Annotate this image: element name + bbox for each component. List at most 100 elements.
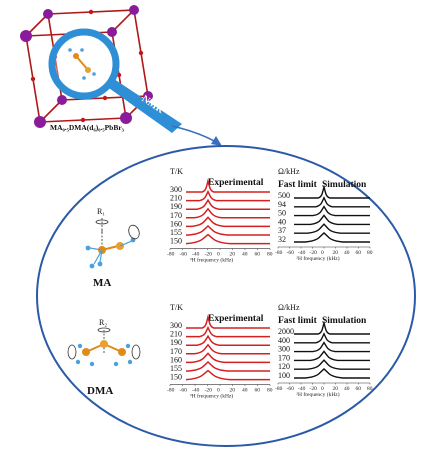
dma-simulation-trace-0 [294,320,370,335]
dma-experimental-param-3: 170 [170,347,182,356]
ma-simulation-tick-label-5: 20 [333,250,339,256]
ma-experimental-param-4: 160 [170,219,182,228]
ma-label: MA [93,277,111,289]
dma-simulation-param-header: Ω/kHz [278,303,300,312]
dma-simulation-title: Simulation [322,316,367,326]
dma-experimental-param-6: 150 [170,373,182,382]
ma-simulation-param-3: 40 [278,217,286,226]
dma-experimental-param-1: 210 [170,330,182,339]
ma-simulation-tick-label-6: 40 [344,250,350,256]
magnifier-handle [106,79,182,133]
ma-simulation-tick-label-2: -40 [298,250,306,256]
ma-experimental-tick-label-3: -20 [205,252,213,258]
ma-simulation-tick-label-0: -80 [275,250,283,256]
arrow-to-results [171,125,222,146]
ma-experimental-tick-label-8: 80 [267,252,273,258]
ma-simulation-param-4: 37 [278,226,286,235]
dma-experimental-param-5: 155 [170,364,182,373]
dma-label: DMA [87,385,113,397]
dma-experimental-tick-label-8: 80 [267,388,273,394]
ma-simulation-trace-5 [294,232,370,243]
ma-simulation-trace-0 [294,184,370,199]
dma-experimental-trace-2 [186,334,270,346]
cation-in-lens [68,48,96,80]
ma-experimental-tick-label-7: 60 [255,252,261,258]
dma-experimental-tick-label-7: 60 [255,388,261,394]
ma-experimental-trace-6 [186,233,270,245]
dma-experimental-tick-label-2: -40 [192,388,200,394]
crystal-formula: MA₀.₅DMA(d₆)₀.₅PbBr₃ [50,123,125,132]
dma-experimental-tick-label-6: 40 [242,388,248,394]
ma-experimental-tick-label-0: -80 [167,252,175,258]
ma-simulation-tick-label-3: -20 [310,250,318,256]
ma-simulation-tick-label-8: 80 [367,250,373,256]
ma-experimental-trace-1 [186,189,270,202]
dma-simulation-param-4: 120 [278,362,290,371]
ma-rotation-label: R₁ [97,207,105,216]
pb-atoms [20,5,153,128]
dma-experimental-xlabel: ²H frequency (kHz) [190,393,233,400]
nmr-spectra: T/KExperimental300210190170160155150-80-… [167,167,373,400]
dma-simulation-trace-3 [294,350,370,362]
ma-simulation-trace-2 [294,205,370,217]
ma-simulation-param-1: 94 [278,200,286,209]
dma-simulation-trace-1 [294,332,370,344]
dma-simulation-param-1: 400 [278,336,290,345]
dma-simulation-tick-label-8: 80 [367,386,373,392]
ma-simulation-trace-4 [294,223,370,234]
dma-simulation-param-2: 300 [278,345,290,354]
dma-simulation-trace-4 [294,359,370,370]
ma-simulation-trace-3 [294,214,370,226]
ma-experimental-tick-label-6: 40 [242,252,248,258]
ma-simulation-param-5: 32 [278,235,286,244]
ma-simulation-tick-label-4: 0 [321,250,324,256]
dma-experimental-tick-label-4: 0 [217,388,220,394]
ma-experimental-param-header: T/K [170,167,183,176]
ma-simulation-title: Simulation [322,180,367,190]
ma-experimental-param-6: 150 [170,237,182,246]
results-ellipse [36,145,416,447]
ma-simulation-tick-label-1: -60 [287,250,295,256]
dma-experimental-tick-label-3: -20 [205,388,213,394]
dma-simulation-param-5: 100 [278,371,290,380]
ma-experimental-trace-0 [186,178,270,193]
dma-simulation-fast-label: Fast limit [278,316,318,326]
ma-simulation-param-header: Ω/kHz [278,167,300,176]
dma-simulation-tick-label-5: 20 [333,386,339,392]
dma-experimental-trace-3 [186,343,270,355]
dma-simulation-param-0: 2000 [278,327,294,336]
dma-simulation-tick-label-6: 40 [344,386,350,392]
ma-experimental-param-0: 300 [170,185,182,194]
dma-experimental-tick-label-5: 20 [230,388,236,394]
ma-simulation-param-2: 50 [278,209,286,218]
ma-experimental-param-2: 190 [170,202,182,211]
dma-experimental-param-header: T/K [170,303,183,312]
dma-experimental-trace-5 [186,360,270,372]
dma-experimental-trace-0 [186,314,270,329]
ma-experimental-param-3: 170 [170,211,182,220]
dma-simulation-trace-5 [294,368,370,379]
dma-simulation-param-3: 170 [278,353,290,362]
ma-experimental-trace-4 [186,216,270,228]
ma-experimental-tick-label-1: -60 [180,252,188,258]
dma-simulation-tick-label-4: 0 [321,386,324,392]
ma-experimental-tick-label-4: 0 [217,252,220,258]
dma-simulation-tick-label-2: -40 [298,386,306,392]
ma-experimental-xlabel: ²H frequency (kHz) [190,257,233,264]
ma-experimental-tick-label-2: -40 [192,252,200,258]
dma-experimental-param-0: 300 [170,321,182,330]
dma-experimental-param-4: 160 [170,355,182,364]
dma-simulation-trace-2 [294,341,370,353]
dma-experimental-tick-label-0: -80 [167,388,175,394]
ma-molecule: R₁ [85,207,140,269]
magnifier-icon [48,28,182,133]
ma-experimental-trace-2 [186,198,270,210]
dma-simulation-tick-label-0: -80 [275,386,283,392]
ma-simulation-trace-1 [294,196,370,208]
ma-simulation-param-0: 500 [278,191,290,200]
dma-rotation-label: R₂ [99,318,107,327]
dma-experimental-trace-6 [186,369,270,381]
dma-experimental-param-2: 190 [170,338,182,347]
dma-experimental-trace-1 [186,325,270,338]
